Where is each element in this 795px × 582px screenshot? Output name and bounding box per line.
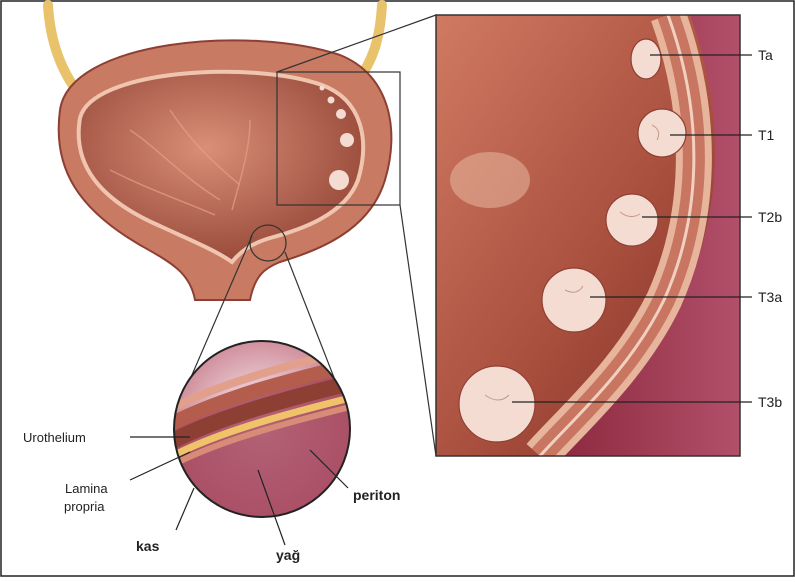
label-periton: periton <box>353 487 400 503</box>
label-lamina-line2: propria <box>64 499 105 514</box>
label-urothelium: Urothelium <box>23 430 86 445</box>
label-kas: kas <box>136 538 160 554</box>
stage-label-t1: T1 <box>758 127 775 143</box>
tumor-mini-4 <box>340 133 354 147</box>
bladder-overview <box>48 5 400 300</box>
label-yag: yağ <box>276 547 300 563</box>
tumor-mini-2 <box>328 97 335 104</box>
stage-label-t2b: T2b <box>758 209 782 225</box>
tumor-mini-5 <box>329 170 349 190</box>
stage-label-t3b: T3b <box>758 394 782 410</box>
detail-panel <box>436 15 740 456</box>
label-lamina-line1: Lamina <box>65 481 108 496</box>
wall-cross-section <box>160 341 370 560</box>
tumor-mini-1 <box>320 86 325 91</box>
stage-label-ta: Ta <box>758 47 773 63</box>
tumor-t1 <box>638 109 686 157</box>
tumor-t3a <box>542 268 606 332</box>
tumor-ta <box>631 39 661 79</box>
tumor-mini-3 <box>336 109 346 119</box>
stage-label-t3a: T3a <box>758 289 782 305</box>
tumor-t2b <box>606 194 658 246</box>
tumor-t3b <box>459 366 535 442</box>
